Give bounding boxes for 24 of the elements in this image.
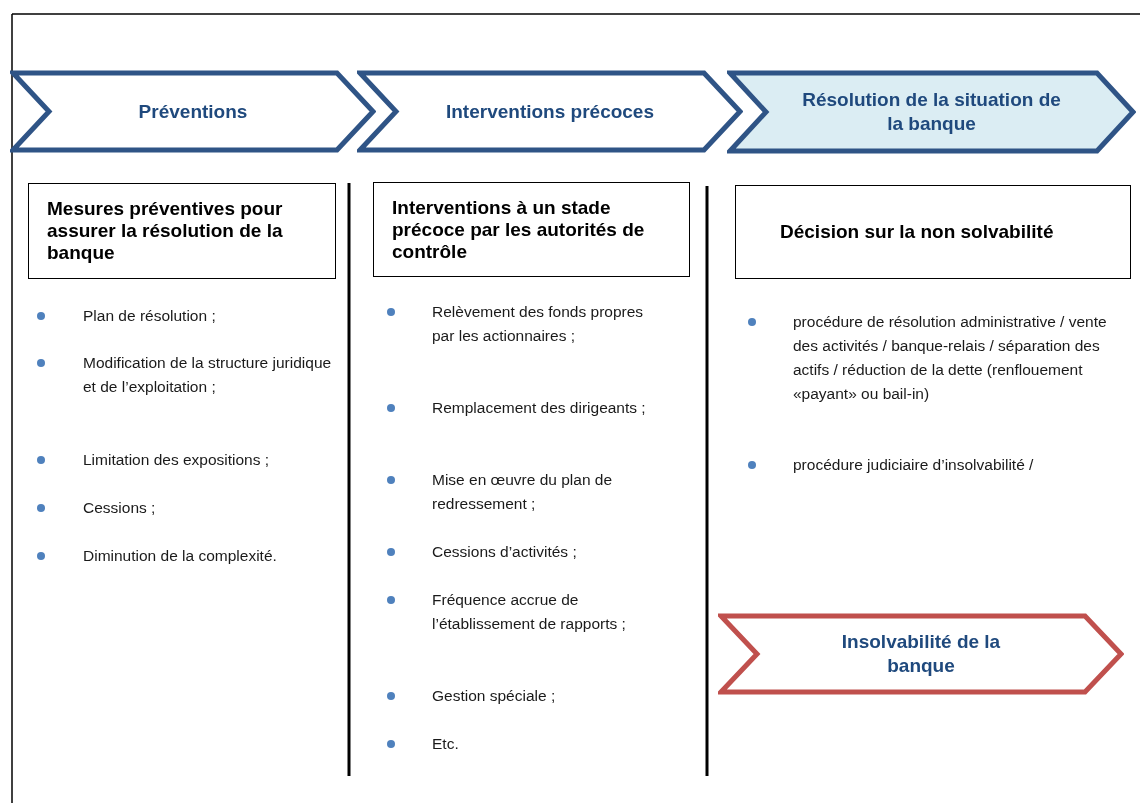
stage-title: Préventions <box>138 99 248 124</box>
box-heading: Interventions à un stade précoce par les autorités de contrôle <box>392 196 646 263</box>
box-heading: Décision sur la non solvabilité <box>780 221 1054 243</box>
list-item-text: Relèvement des fonds propres par les actionnaires ; <box>432 302 645 346</box>
stage-title: Résolution de la situation de la banque <box>801 88 1062 136</box>
stage-title: Interventions précoces <box>446 99 654 124</box>
box-heading: Mesures préventives pour assurer la résolution de la banque <box>47 198 284 264</box>
list-item-text: Mise en œuvre du plan de redressement ; <box>432 470 614 514</box>
list-item-text: Limitation des expositions ; <box>83 450 271 470</box>
list-item-text: Plan de résolution ; <box>83 306 217 326</box>
list-item-text: Etc. <box>432 734 460 754</box>
list-item-text: Modification de la structure juridique et de l’exploitation ; <box>83 353 333 397</box>
list-item-text: procédure de résolution administrative / vente des activités / banque-relais / séparation des actifs / réduction de la dette (renflouement «payant» ou bail-in) <box>793 312 1108 404</box>
heading-box <box>28 183 336 279</box>
list-item-text: procédure judiciaire d’insolvabilité / <box>793 455 1035 475</box>
list-item-text: Remplacement des dirigeants ; <box>432 398 647 418</box>
list-item-text: Diminution de la complexité. <box>83 546 278 566</box>
heading-box <box>735 185 1131 279</box>
list-item-text: Cessions ; <box>83 498 157 518</box>
list-item-text: Gestion spéciale ; <box>432 686 557 706</box>
heading-box <box>373 182 690 277</box>
stage-title: Insolvabilité de la banque <box>840 630 1002 678</box>
list-item-text: Cessions d’activités ; <box>432 542 578 562</box>
list-item-text: Fréquence accrue de l’établissement de rapports ; <box>432 590 627 634</box>
